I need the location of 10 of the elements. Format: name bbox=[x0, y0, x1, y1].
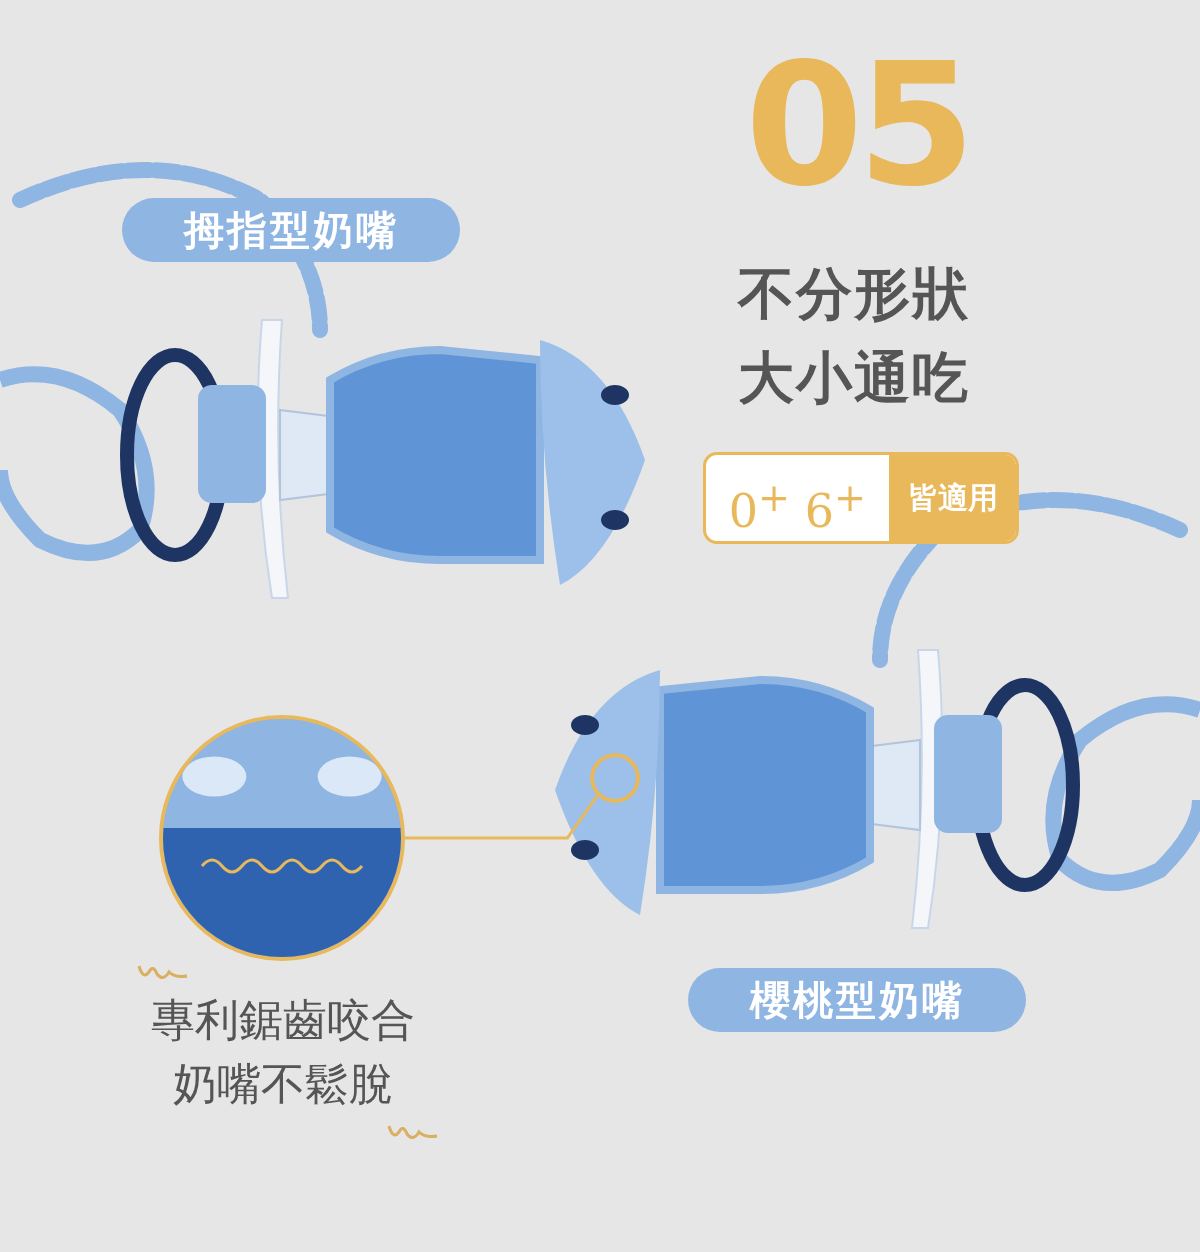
label-text: 櫻桃型奶嘴 bbox=[749, 975, 965, 1025]
caption-text: 專利鋸齒咬合奶嘴不鬆脫 bbox=[150, 993, 416, 1111]
highlight-circle bbox=[590, 753, 640, 803]
age-text: 0$^{+}$ 6$^{+}$ bbox=[727, 474, 868, 541]
label-text: 拇指型奶嘴 bbox=[183, 205, 399, 255]
leader-line bbox=[405, 794, 599, 840]
badge-label: 皆適用 bbox=[889, 455, 1016, 541]
age-badge bbox=[703, 452, 1019, 544]
heading-text: 不分形狀大小通吃 bbox=[738, 260, 971, 412]
number-heading: 05 bbox=[745, 40, 970, 210]
